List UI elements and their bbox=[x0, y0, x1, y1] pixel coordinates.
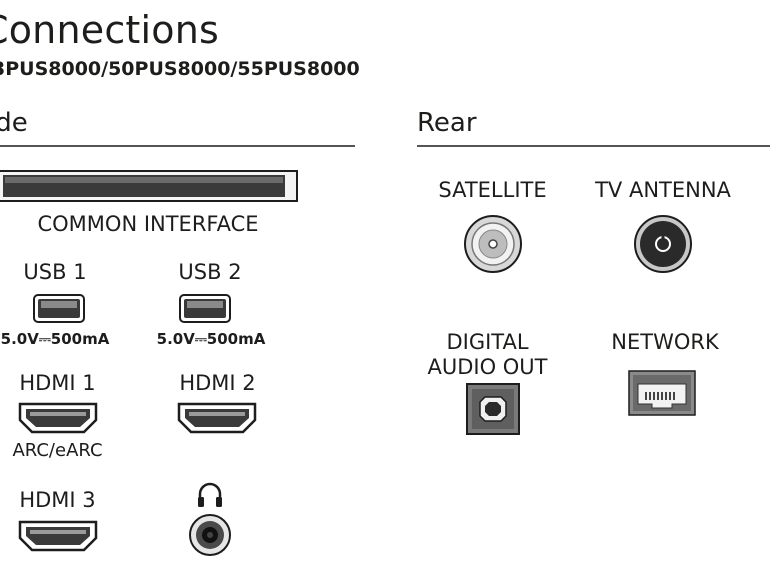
usb1-rating: 5.0V⎓500mA bbox=[0, 330, 110, 348]
model-numbers: 3PUS8000/50PUS8000/55PUS8000 bbox=[0, 58, 360, 80]
usb1-port bbox=[33, 294, 85, 323]
hdmi1-port bbox=[18, 402, 98, 434]
satellite-label: SATELLITE bbox=[438, 178, 547, 202]
side-section-divider bbox=[0, 145, 355, 147]
page-title: Connections bbox=[0, 8, 220, 52]
common-interface-slot bbox=[0, 170, 298, 202]
hdmi1-label: HDMI 1 bbox=[19, 371, 96, 395]
digital-audio-label-line2: AUDIO OUT bbox=[427, 355, 548, 379]
tv-antenna-label: TV ANTENNA bbox=[595, 178, 731, 202]
network-label: NETWORK bbox=[611, 330, 719, 354]
side-section-heading: ide bbox=[0, 108, 28, 138]
tv-antenna-port bbox=[634, 215, 692, 273]
rear-section-heading: Rear bbox=[417, 108, 477, 138]
digital-audio-label-line1: DIGITAL bbox=[446, 330, 529, 354]
digital-audio-out-port bbox=[466, 383, 520, 435]
hdmi1-arc-label: ARC/eARC bbox=[12, 440, 103, 461]
hdmi2-label: HDMI 2 bbox=[179, 371, 256, 395]
usb2-port bbox=[179, 294, 231, 323]
hdmi3-port bbox=[18, 520, 98, 552]
hdmi3-label: HDMI 3 bbox=[19, 488, 96, 512]
usb1-label: USB 1 bbox=[23, 260, 87, 284]
common-interface-label: COMMON INTERFACE bbox=[37, 212, 259, 236]
headphone-icon bbox=[198, 482, 222, 507]
rear-section-divider bbox=[417, 145, 770, 147]
satellite-port bbox=[464, 215, 522, 273]
headphone-jack bbox=[189, 514, 231, 556]
network-port bbox=[628, 370, 696, 416]
usb2-label: USB 2 bbox=[178, 260, 242, 284]
hdmi2-port bbox=[177, 402, 257, 434]
usb2-rating: 5.0V⎓500mA bbox=[156, 330, 266, 348]
